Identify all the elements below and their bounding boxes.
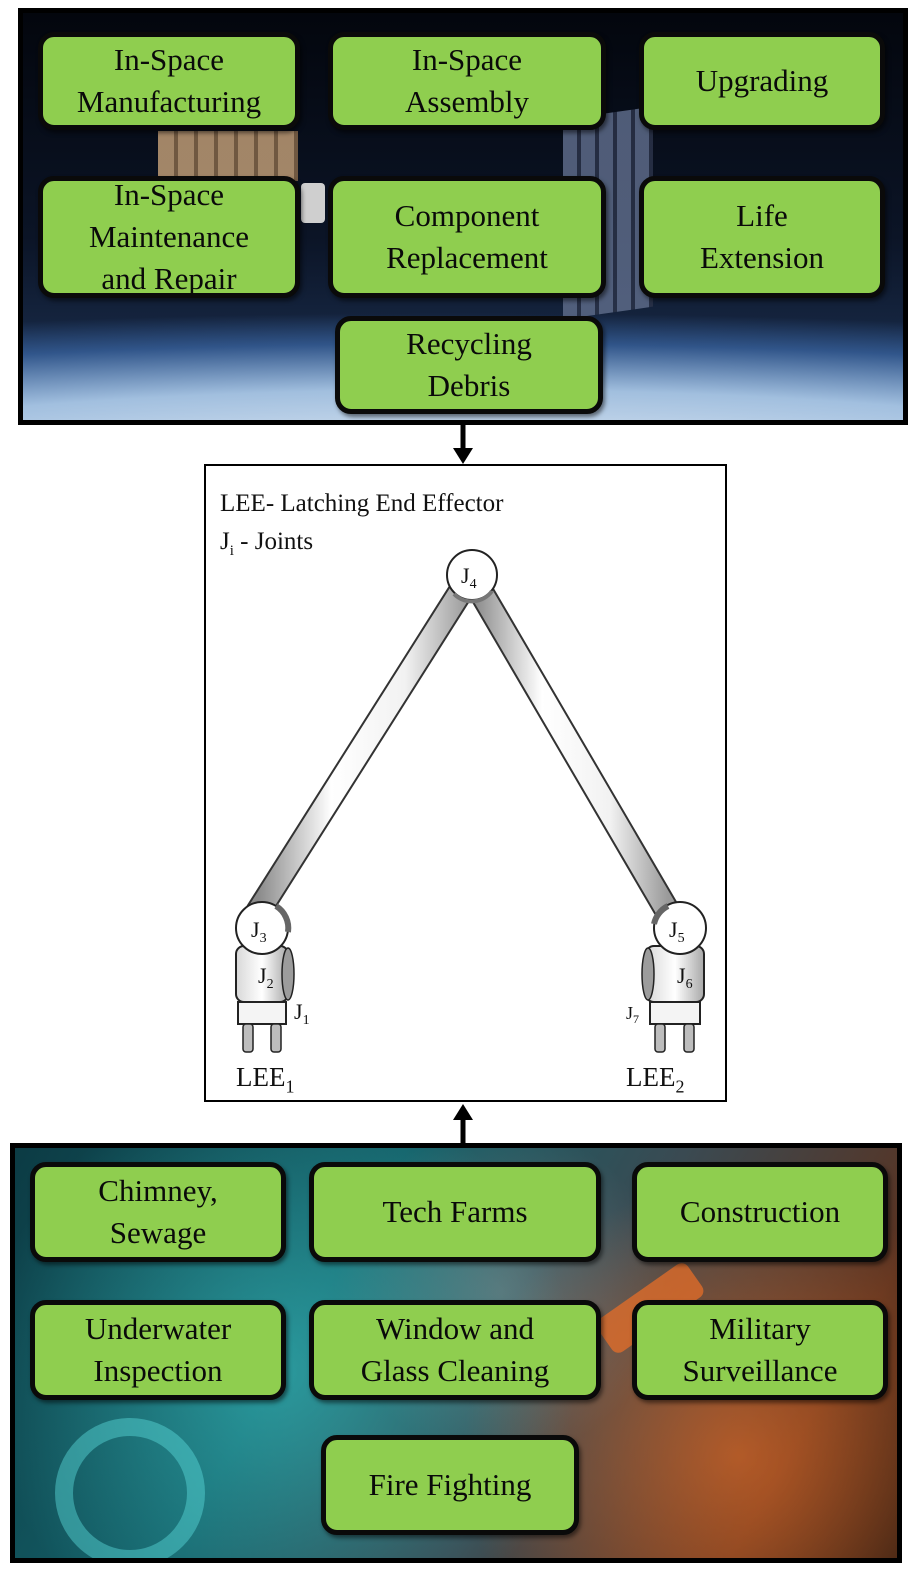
right-wrist: [641, 901, 707, 1053]
box-construction: Construction: [632, 1162, 888, 1262]
iss-module: [301, 183, 325, 223]
arrow-down: [453, 424, 473, 464]
arrow-up: [453, 1104, 473, 1144]
label-j2: J2: [258, 963, 274, 992]
box-in-space-assembly: In-Space Assembly: [328, 32, 606, 130]
label-j4: J4: [461, 563, 477, 592]
label-j6: J6: [677, 963, 693, 992]
legend-joints: Ji - Joints: [220, 528, 314, 559]
box-in-space-maintenance-repair: In-Space Maintenance and Repair: [38, 176, 300, 298]
box-underwater-inspection: Underwater Inspection: [30, 1300, 286, 1400]
arm-link-right: [461, 567, 681, 925]
arm-link-left: [245, 567, 481, 925]
box-fire-fighting: Fire Fighting: [321, 1435, 579, 1535]
box-military-surveillance: Military Surveillance: [632, 1300, 888, 1400]
robot-arm-drawing: J4 J3 J2 J1 J5 J6 J7: [235, 549, 707, 1053]
box-component-replacement: Component Replacement: [328, 176, 606, 298]
label-j7: J7: [626, 1003, 639, 1026]
box-upgrading: Upgrading: [639, 32, 885, 130]
label-lee2: LEE2: [626, 1062, 685, 1097]
legend-lee: LEE- Latching End Effector: [220, 490, 504, 517]
left-wrist: [235, 901, 295, 1053]
joint-j4: [446, 549, 498, 604]
label-j5: J5: [669, 917, 685, 946]
terrestrial-applications-panel: Chimney, Sewage Tech Farms Construction …: [10, 1143, 902, 1563]
space-applications-panel: In-Space Manufacturing In-Space Assembly…: [18, 8, 908, 425]
label-j3: J3: [251, 917, 267, 946]
iss-solar-array-left: [158, 131, 298, 181]
box-recycling-debris: Recycling Debris: [335, 316, 603, 414]
robot-diagram-panel: LEE- Latching End Effector Ji - Joints: [204, 464, 727, 1102]
label-lee1: LEE1: [236, 1062, 295, 1097]
dashboard-ring-graphic: [55, 1418, 205, 1558]
box-window-glass-cleaning: Window and Glass Cleaning: [309, 1300, 601, 1400]
box-chimney-sewage: Chimney, Sewage: [30, 1162, 286, 1262]
box-life-extension: Life Extension: [639, 176, 885, 298]
label-j1: J1: [294, 999, 310, 1028]
box-in-space-manufacturing: In-Space Manufacturing: [38, 32, 300, 130]
box-tech-farms: Tech Farms: [309, 1162, 601, 1262]
